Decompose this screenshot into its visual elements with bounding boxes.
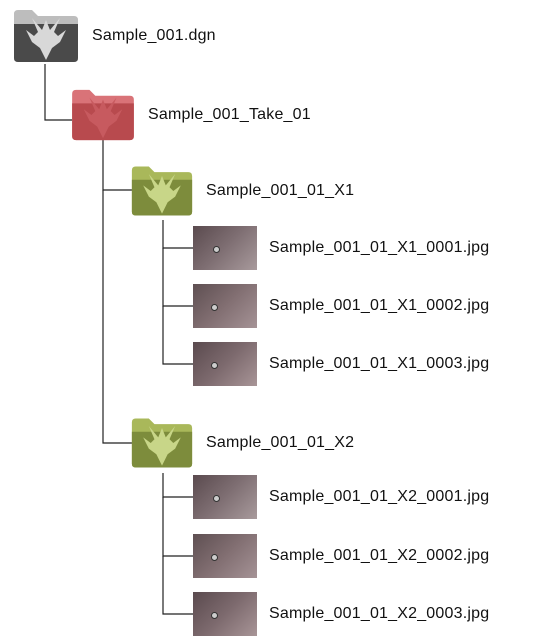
tree-node-root[interactable]: Sample_001.dgn — [12, 8, 216, 64]
folder-dragon-green-icon — [131, 418, 193, 468]
connector-take-x1 — [102, 140, 132, 191]
connector-root-take — [44, 64, 72, 121]
file-label: Sample_001_01_X1_0002.jpg — [269, 297, 490, 314]
tree-node-x2[interactable]: Sample_001_01_X2 — [130, 416, 354, 470]
tree-node-label: Sample_001.dgn — [92, 27, 216, 44]
file-item[interactable]: Sample_001_01_X2_0001.jpg — [193, 475, 489, 519]
file-item[interactable]: Sample_001_01_X1_0001.jpg — [193, 226, 489, 270]
image-thumbnail-icon — [193, 226, 257, 270]
file-label: Sample_001_01_X2_0003.jpg — [269, 605, 490, 622]
folder-dragon-red-icon — [72, 89, 134, 141]
file-item[interactable]: Sample_001_01_X1_0003.jpg — [193, 342, 489, 386]
image-thumbnail-icon — [193, 284, 257, 328]
file-item[interactable]: Sample_001_01_X2_0003.jpg — [193, 592, 489, 636]
connector-x2-file1 — [162, 473, 193, 498]
connector-x1-file3 — [162, 306, 193, 365]
connector-x2-file3 — [162, 556, 193, 615]
tree-node-label: Sample_001_01_X2 — [206, 434, 355, 451]
file-label: Sample_001_01_X2_0002.jpg — [269, 547, 490, 564]
image-thumbnail-icon — [193, 342, 257, 386]
image-thumbnail-icon — [193, 592, 257, 636]
image-thumbnail-icon — [193, 534, 257, 578]
file-item[interactable]: Sample_001_01_X1_0002.jpg — [193, 284, 489, 328]
tree-node-x1[interactable]: Sample_001_01_X1 — [130, 164, 354, 218]
tree-node-label: Sample_001_01_X1 — [206, 182, 355, 199]
connector-x1-file2 — [162, 248, 193, 307]
file-label: Sample_001_01_X2_0001.jpg — [269, 488, 490, 505]
file-label: Sample_001_01_X1_0001.jpg — [269, 239, 490, 256]
connector-x1-file1 — [162, 220, 193, 249]
file-label: Sample_001_01_X1_0003.jpg — [269, 355, 490, 372]
file-item[interactable]: Sample_001_01_X2_0002.jpg — [193, 534, 489, 578]
folder-dragon-gray-icon — [14, 10, 78, 62]
tree-node-take[interactable]: Sample_001_Take_01 — [70, 88, 311, 142]
connector-x2-file2 — [162, 497, 193, 557]
tree-node-label: Sample_001_Take_01 — [148, 106, 311, 123]
connector-take-x2 — [102, 190, 132, 444]
folder-dragon-green-icon — [131, 166, 193, 216]
image-thumbnail-icon — [193, 475, 257, 519]
